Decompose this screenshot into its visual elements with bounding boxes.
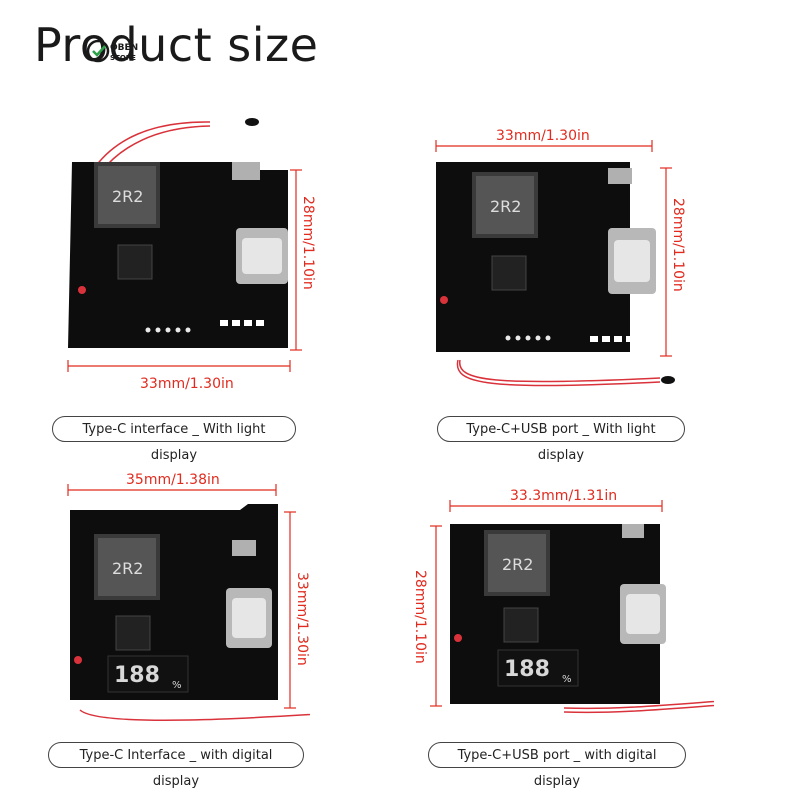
board-1-image: 2R2 xyxy=(68,118,288,348)
board-3-image: 2R2 188 % xyxy=(70,504,310,721)
board-4-caption: Type-C+USB port _ with digital display xyxy=(428,742,686,789)
board-4-height-label: 28mm/1.10in xyxy=(412,570,428,664)
board-1-height-label: 28mm/1.10in xyxy=(300,196,316,290)
board-3-width-label: 35mm/1.38in xyxy=(126,472,220,488)
svg-text:188: 188 xyxy=(504,657,550,682)
board-2-image: 2R2 xyxy=(436,162,675,387)
board-3-caption: Type-C Interface _ with digital display xyxy=(48,742,304,789)
svg-text:OBEN: OBEN xyxy=(110,43,138,53)
svg-text:STORE: STORE xyxy=(110,54,136,62)
svg-text:%: % xyxy=(562,674,572,685)
svg-text:2R2: 2R2 xyxy=(502,555,533,574)
svg-text:2R2: 2R2 xyxy=(112,559,143,578)
svg-text:%: % xyxy=(172,680,182,691)
page-title: Product size xyxy=(34,18,319,72)
board-2-height-label: 28mm/1.10in xyxy=(670,198,686,292)
board-3-height-label: 33mm/1.30in xyxy=(294,572,310,666)
board-2-caption: Type-C+USB port _ With light display xyxy=(437,416,685,463)
board-1-width-label: 33mm/1.30in xyxy=(140,376,234,392)
board-2-width-label: 33mm/1.30in xyxy=(496,128,590,144)
brand-logo: OBEN STORE xyxy=(86,39,138,63)
board-1-caption: Type-C interface _ With light display xyxy=(52,416,296,463)
board-4-width-label: 33.3mm/1.31in xyxy=(510,488,618,504)
svg-text:2R2: 2R2 xyxy=(112,187,143,206)
svg-text:188: 188 xyxy=(114,663,160,688)
board-4-image: 2R2 188 % xyxy=(450,524,714,714)
svg-text:2R2: 2R2 xyxy=(490,197,521,216)
